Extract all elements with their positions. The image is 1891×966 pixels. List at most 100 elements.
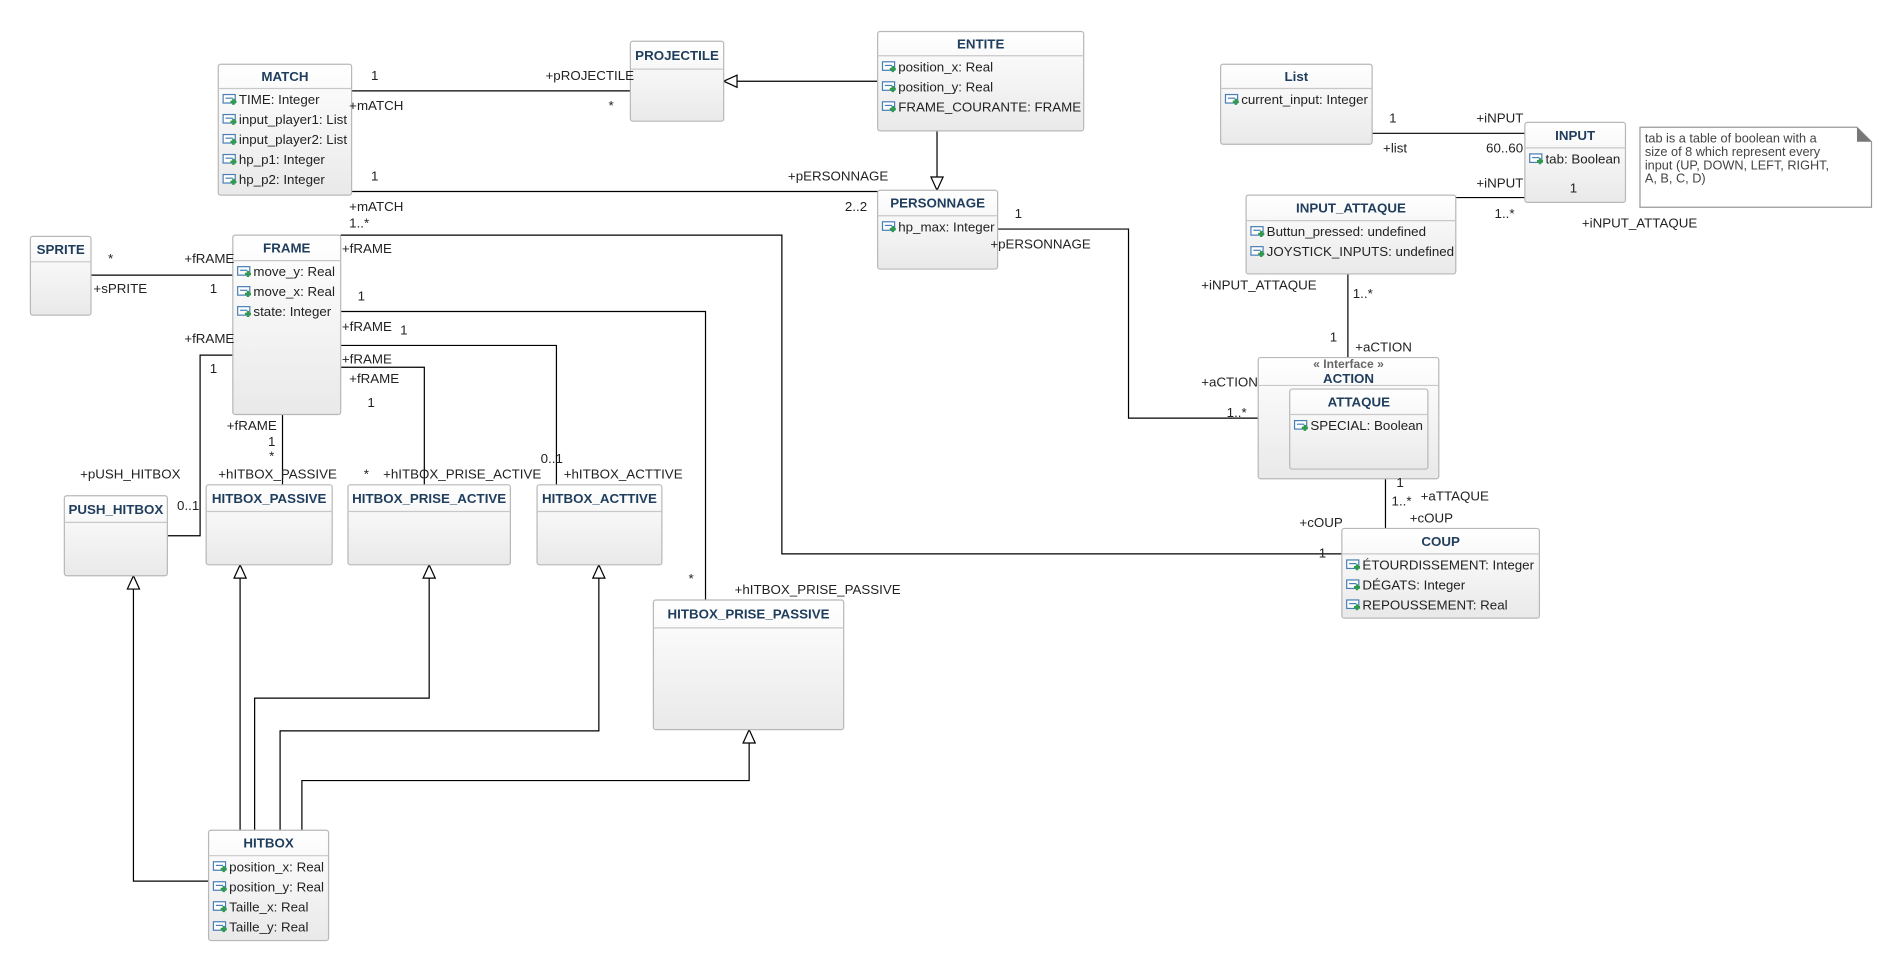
class-attribute[interactable]: position_x: Real xyxy=(898,59,993,74)
class-name: PERSONNAGE xyxy=(890,196,985,211)
class-attribute[interactable]: hp_p2: Integer xyxy=(239,172,326,187)
class-hitbox-acttive[interactable]: HITBOX_ACTTIVE xyxy=(536,484,663,566)
generalization-arrow-icon xyxy=(930,176,945,192)
class-input-attaque[interactable]: INPUT_ATTAQUE Buttun_pressed: undefinedJO… xyxy=(1245,194,1457,275)
connectors xyxy=(91,74,1525,882)
class-box xyxy=(1341,527,1541,619)
association-frame-push-hitbox[interactable] xyxy=(167,354,233,537)
generalization-arrow-icon xyxy=(591,563,606,579)
class-attribute[interactable]: position_x: Real xyxy=(229,859,324,874)
association-end-label: * xyxy=(689,571,694,586)
association-end-label: +iNPUT xyxy=(1476,110,1523,125)
generalization-hitbox-to-hitbox_prise_passive[interactable] xyxy=(301,728,757,831)
association-end-label: +fRAME xyxy=(342,319,392,334)
class-attribute[interactable]: DÉGATS: Integer xyxy=(1362,578,1465,593)
association-frame-coup[interactable] xyxy=(340,234,1342,555)
class-projectile[interactable]: PROJECTILE xyxy=(629,40,725,122)
generalization-entite-to-projectile[interactable] xyxy=(722,74,878,89)
class-personnage[interactable]: PERSONNAGE hp_max: Integer xyxy=(877,189,999,270)
note-text-line: input (UP, DOWN, LEFT, RIGHT, xyxy=(1645,157,1829,172)
class-attribute[interactable]: FRAME_COURANTE: FRAME xyxy=(898,99,1081,114)
class-attribute[interactable]: hp_p1: Integer xyxy=(239,152,326,167)
class-attribute[interactable]: position_y: Real xyxy=(898,79,993,94)
association-end-label: +aTTAQUE xyxy=(1421,488,1489,503)
class-attribute[interactable]: input_player1: List xyxy=(239,112,347,127)
class-attribute[interactable]: position_y: Real xyxy=(229,879,324,894)
class-attribute[interactable]: JOYSTICK_INPUTS: undefined xyxy=(1267,244,1454,259)
class-attribute[interactable]: move_y: Real xyxy=(253,264,335,279)
class-attribute[interactable]: state: Integer xyxy=(253,304,331,319)
association-end-label: 1 xyxy=(1330,330,1337,345)
attribute-icon xyxy=(1529,153,1544,165)
class-attribute[interactable]: tab: Boolean xyxy=(1545,152,1620,167)
class-hitbox-passive[interactable]: HITBOX_PASSIVE xyxy=(205,484,333,566)
class-attribute[interactable]: Taille_x: Real xyxy=(229,899,308,914)
association-end-label: 1..* xyxy=(1353,286,1373,301)
class-name: ACTION xyxy=(1323,371,1374,386)
class-attribute[interactable]: Buttun_pressed: undefined xyxy=(1267,224,1426,239)
association-end-label: +sPRITE xyxy=(93,281,147,296)
association-frame-hitbox-prise-passive[interactable] xyxy=(340,310,707,600)
class-attribute[interactable]: move_x: Real xyxy=(253,284,335,299)
association-end-label: +hITBOX_PASSIVE xyxy=(218,467,337,482)
generalization-hitbox-to-hitbox_acttive[interactable] xyxy=(279,563,606,831)
attribute-icon xyxy=(212,901,227,913)
class-attribute[interactable]: SPECIAL: Boolean xyxy=(1310,418,1423,433)
class-name: ENTITE xyxy=(957,36,1005,51)
association-end-label: 1..* xyxy=(1392,493,1412,508)
class-stereotype: « Interface » xyxy=(1313,357,1384,371)
class-name: MATCH xyxy=(261,69,308,84)
class-push-hitbox[interactable]: PUSH_HITBOX xyxy=(63,495,168,577)
class-name: INPUT xyxy=(1555,128,1595,143)
class-sprite[interactable]: SPRITE xyxy=(29,235,92,316)
class-input[interactable]: INPUT tab: Boolean xyxy=(1524,121,1627,204)
association-end-label: +fRAME xyxy=(342,241,392,256)
association-end-label: +cOUP xyxy=(1299,515,1342,530)
class-name: HITBOX_PRISE_ACTIVE xyxy=(352,491,506,506)
class-name: INPUT_ATTAQUE xyxy=(1296,201,1406,216)
class-match[interactable]: MATCH TIME: Integer input_player1: List inp… xyxy=(217,63,353,196)
class-entite[interactable]: ENTITE position_x: Real position_y: RealFR… xyxy=(877,30,1085,132)
attribute-icon xyxy=(1250,226,1265,237)
class-hitbox-prise-passive[interactable]: HITBOX_PRISE_PASSIVE xyxy=(652,599,845,731)
association-end-label: +mATCH xyxy=(349,199,403,214)
association-frame-hitbox-prise-active[interactable] xyxy=(340,366,425,485)
attribute-icon xyxy=(1346,599,1361,611)
association-end-label: 1 xyxy=(210,281,217,296)
association-end-label: 1 xyxy=(268,434,275,449)
class-name: PUSH_HITBOX xyxy=(68,502,163,517)
generalization-hitbox-to-push_hitbox[interactable] xyxy=(126,574,209,882)
generalization-arrow-icon xyxy=(422,563,437,579)
association-personnage-action[interactable] xyxy=(997,228,1259,419)
classes: MATCH TIME: Integer input_player1: List inp… xyxy=(29,30,1627,942)
association-frame-hitbox-acttive[interactable] xyxy=(340,344,558,485)
class-attribute[interactable]: current_input: Integer xyxy=(1241,92,1368,107)
generalization-arrow-icon xyxy=(126,574,141,590)
association-end-label: +hITBOX_ACTTIVE xyxy=(564,467,683,482)
class-name: PROJECTILE xyxy=(635,48,719,63)
generalization-arrow-icon xyxy=(742,728,757,744)
generalization-hitbox-to-hitbox_prise_active[interactable] xyxy=(254,563,437,831)
class-attribute[interactable]: Taille_y: Real xyxy=(229,919,308,934)
generalization-entite-to-personnage[interactable] xyxy=(930,130,945,192)
class-attribute[interactable]: ÉTOURDISSEMENT: Integer xyxy=(1362,558,1534,573)
class-hitbox-prise-active[interactable]: HITBOX_PRISE_ACTIVE xyxy=(347,484,511,566)
class-attribute[interactable]: hp_max: Integer xyxy=(898,219,995,234)
note-text-line: size of 8 which represent every xyxy=(1645,144,1821,159)
association-end-label: +list xyxy=(1383,141,1407,156)
attribute-icon xyxy=(237,306,251,317)
association-end-label: 1 xyxy=(1396,475,1403,490)
generalization-hitbox-to-hitbox_passive[interactable] xyxy=(233,563,248,831)
class-box xyxy=(207,829,330,942)
class-attribute[interactable]: REPOUSSEMENT: Real xyxy=(1362,598,1507,613)
association-end-label: +hITBOX_PRISE_ACTIVE xyxy=(383,467,541,482)
class-attribute[interactable]: TIME: Integer xyxy=(239,92,320,107)
attribute-icon xyxy=(222,133,237,145)
class-attribute[interactable]: input_player2: List xyxy=(239,132,347,147)
